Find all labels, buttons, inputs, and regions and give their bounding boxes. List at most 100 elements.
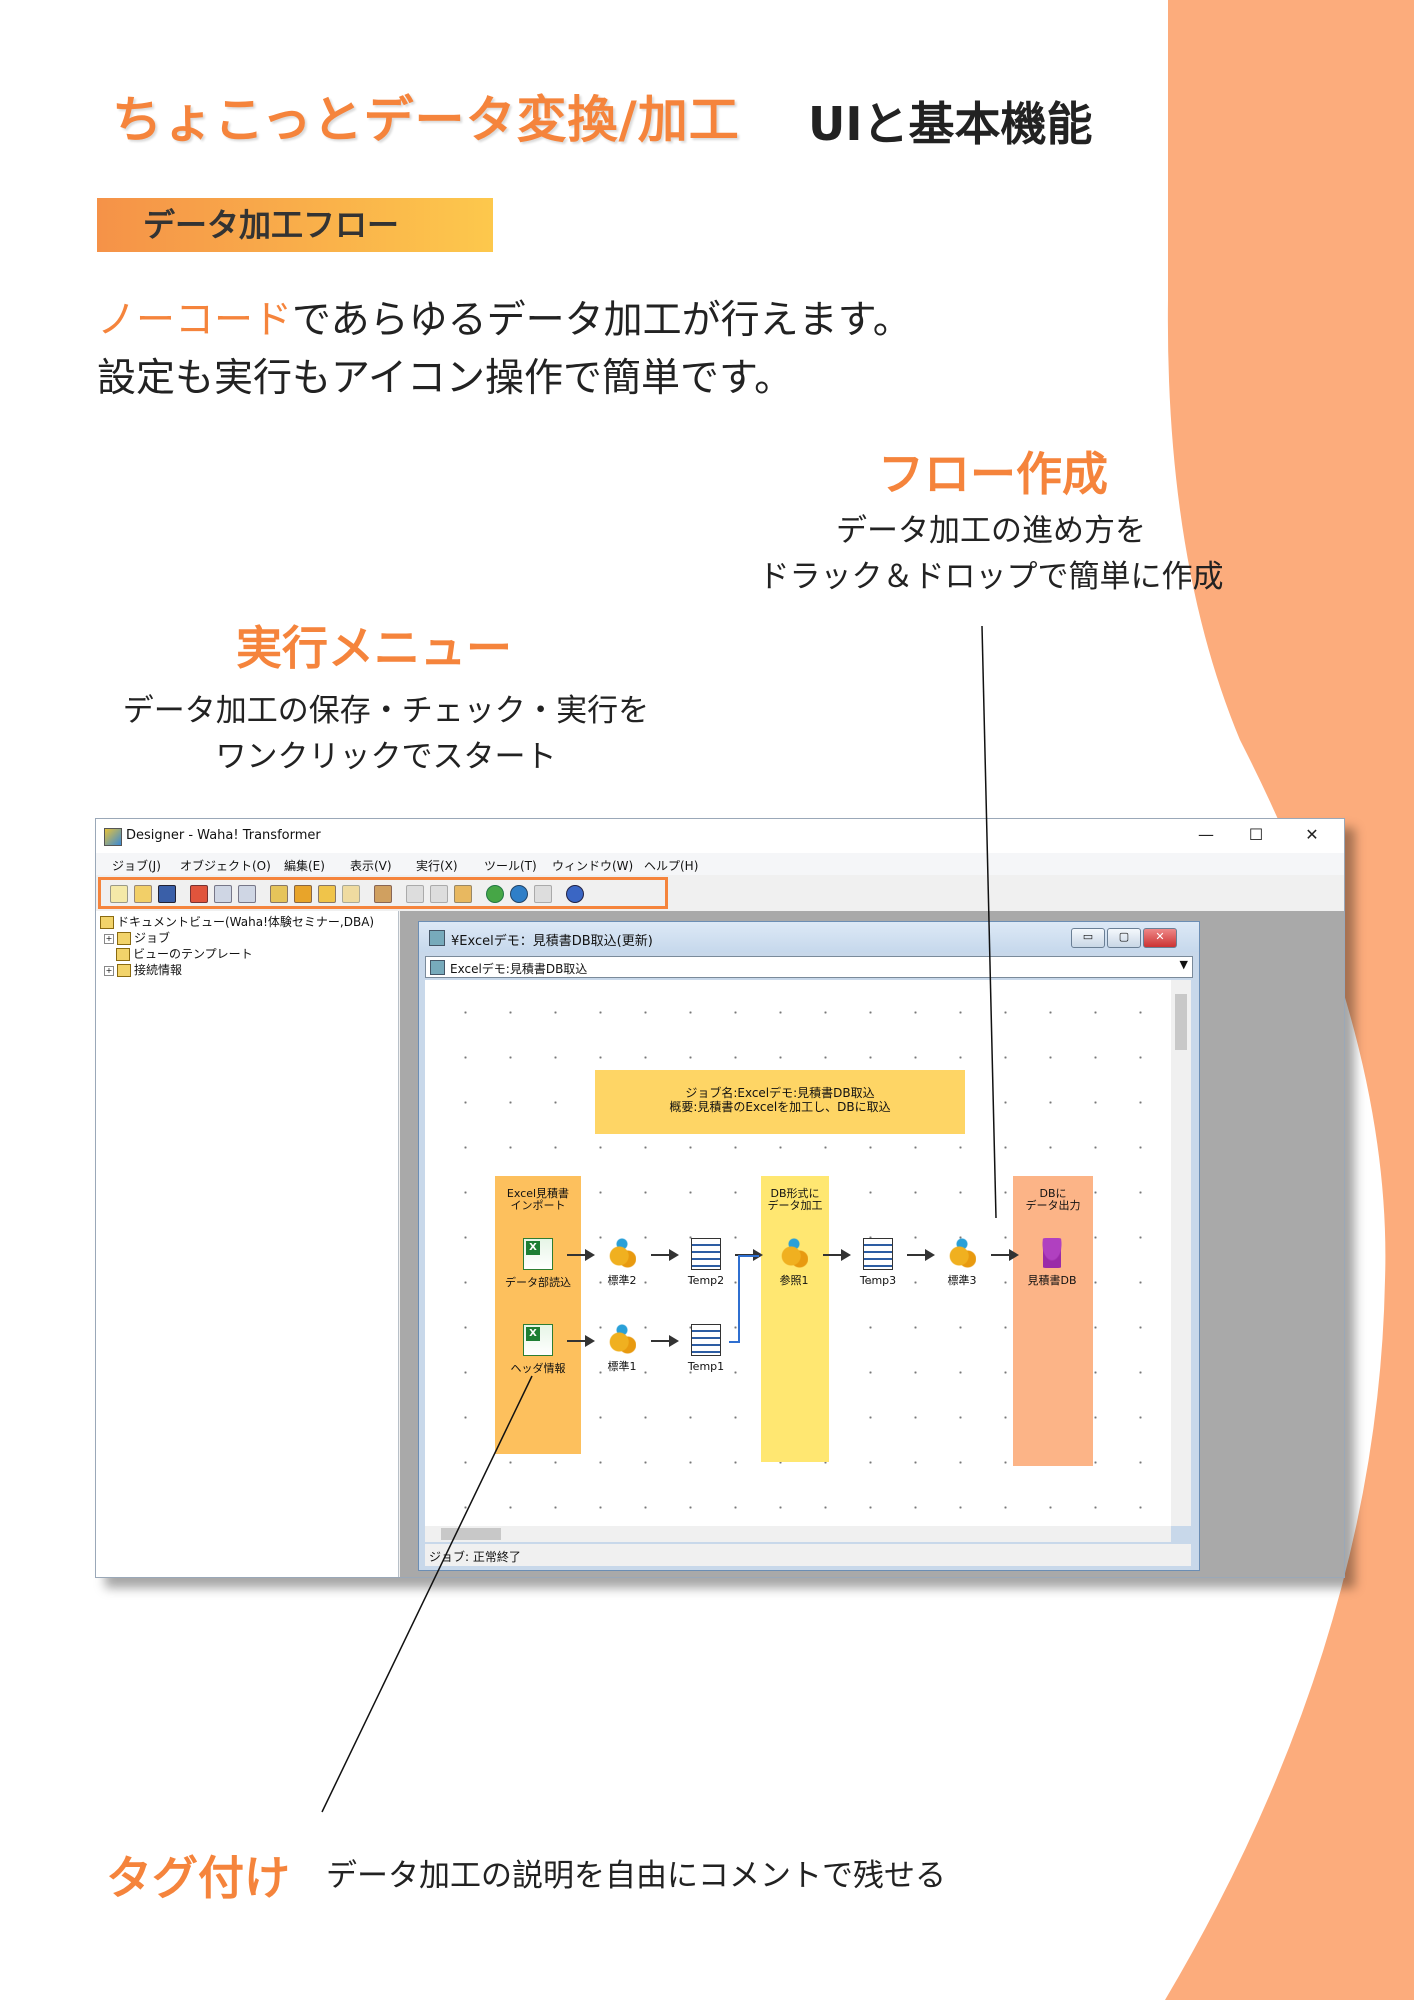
import-icon[interactable] [214,885,232,903]
folder-icon[interactable] [342,885,360,903]
node-std2-label: 標準2 [607,1274,637,1287]
flow-canvas[interactable]: ジョブ名:Excelデモ:見積書DB取込 概要:見積書のExcelを加工し、DB… [425,980,1171,1526]
node-ref1[interactable]: 参照1 [759,1238,829,1288]
menu-run[interactable]: 実行(X) [416,859,458,873]
tag-output[interactable]: DBに データ出力 [1013,1176,1093,1466]
flow-arrow [651,1335,679,1347]
flow-callout-title: フロー作成 [878,447,1108,501]
expand-icon[interactable]: + [104,965,114,976]
window-titlebar[interactable]: Designer - Waha! Transformer — ☐ ✕ [96,819,1344,853]
expand-icon[interactable]: + [104,933,114,944]
node-temp3-label: Temp3 [859,1274,897,1287]
job-restore-button[interactable]: ▢ [1107,928,1141,948]
node-std3[interactable]: 標準3 [927,1238,997,1288]
copy-icon[interactable] [430,885,448,903]
node-db[interactable]: 見積書DB [1017,1238,1087,1288]
node-temp2[interactable]: Temp2 [671,1238,741,1287]
job-close-button[interactable]: ✕ [1143,928,1177,948]
tag-process-line1: DB形式に [770,1187,820,1200]
tag-process-line2: データ加工 [767,1199,823,1212]
job-select-value: Excelデモ:見積書DB取込 [450,962,588,976]
node-std3-label: 標準3 [947,1274,977,1287]
menu-view[interactable]: 表示(V) [350,859,392,873]
new-icon[interactable] [110,885,128,903]
section-badge: データ加工フロー [97,198,493,252]
job-window-titlebar[interactable]: ¥Excelデモ：見積書DB取込(更新) ▭ ▢ ✕ [419,922,1199,952]
chevron-down-icon[interactable]: ▼ [1179,958,1188,971]
status-text: ジョブ: 正常終了 [429,1550,521,1564]
scroll-thumb[interactable] [1175,994,1187,1050]
run-menu-highlight [98,877,668,909]
menu-tools[interactable]: ツール(T) [484,859,537,873]
intro-highlight: ノーコード [97,298,293,343]
tree-item-connection[interactable]: + 接続情報 [104,961,182,978]
job-minimize-button[interactable]: ▭ [1071,928,1105,948]
cut-icon[interactable] [406,885,424,903]
node-std2[interactable]: 標準2 [587,1238,657,1288]
table-icon [691,1238,721,1270]
node-read[interactable]: データ部読込 [503,1238,573,1290]
page-subtitle: UIと基本機能 [808,97,1093,151]
vertical-scrollbar[interactable] [1171,980,1191,1526]
help-icon[interactable] [566,885,584,903]
menu-window[interactable]: ウィンドウ(W) [552,859,634,873]
tag-process[interactable]: DB形式に データ加工 [761,1176,829,1462]
node-header[interactable]: ヘッダ情報 [503,1324,573,1376]
tree-root[interactable]: ドキュメントビュー(Waha!体験セミナー,DBA) [100,913,374,930]
object-icon[interactable] [294,885,312,903]
process-icon [608,1324,636,1354]
node-read-label: データ部読込 [505,1276,571,1289]
tree-item-connection-label: 接続情報 [134,963,183,977]
flow-arrow [907,1249,935,1261]
view-icon[interactable] [270,885,288,903]
node-std1-label: 標準1 [607,1360,637,1373]
node-temp1[interactable]: Temp1 [671,1324,741,1373]
tree-root-label: ドキュメントビュー(Waha!体験セミナー,DBA) [117,915,375,929]
menubar: ジョブ(J) オブジェクト(O) 編集(E) 表示(V) 実行(X) ツール(T… [96,853,1344,875]
menu-job[interactable]: ジョブ(J) [112,859,161,873]
job-window: ¥Excelデモ：見積書DB取込(更新) ▭ ▢ ✕ Excelデモ:見積書DB… [418,921,1200,1571]
tag-import[interactable]: Excel見積書 インポート [495,1176,581,1454]
node-temp3[interactable]: Temp3 [843,1238,913,1287]
tag-callout-title: タグ付け [106,1851,290,1905]
flow-callout-text: データ加工の進め方を ドラック＆ドロップで簡単に作成 [726,508,1256,600]
horizontal-scrollbar[interactable] [425,1526,1171,1542]
folder-icon [116,948,130,961]
intro-line2: 設定も実行もアイコン操作で簡単です。 [97,356,794,401]
tree-item-job[interactable]: +ジョブ [104,929,170,946]
node-header-label: ヘッダ情報 [510,1362,566,1375]
flow-arrow [651,1249,679,1261]
flow-arrow [567,1335,595,1347]
job-select[interactable]: Excelデモ:見積書DB取込 ▼ [425,956,1193,978]
check-icon[interactable] [190,885,208,903]
menu-help[interactable]: ヘルプ(H) [644,859,699,873]
table-icon [863,1238,893,1270]
document-tree: ドキュメントビュー(Waha!体験セミナー,DBA) +ジョブ ビューのテンプレ… [96,911,399,1577]
link-icon[interactable] [318,885,336,903]
intro-text: ノーコードであらゆるデータ加工が行えます。 設定も実行もアイコン操作で簡単です。 [97,292,912,408]
scroll-thumb[interactable] [441,1528,501,1540]
preview-icon[interactable] [534,885,552,903]
minimize-button[interactable]: — [1198,825,1214,844]
export-icon[interactable] [238,885,256,903]
job-icon [429,930,445,946]
process-icon [608,1238,636,1268]
open-icon[interactable] [134,885,152,903]
save-icon[interactable] [158,885,176,903]
maximize-button[interactable]: ☐ [1248,825,1264,844]
close-button[interactable]: ✕ [1305,825,1319,844]
flow-arrow [567,1249,595,1261]
run-callout-line2: ワンクリックでスタート [215,739,557,775]
run-icon[interactable] [486,885,504,903]
paste-icon[interactable] [454,885,472,903]
app-window: Designer - Waha! Transformer — ☐ ✕ ジョブ(J… [95,818,1345,1578]
node-db-label: 見積書DB [1027,1274,1077,1287]
menu-edit[interactable]: 編集(E) [284,859,325,873]
tree-item-template[interactable]: ビューのテンプレート [116,945,253,962]
tag-note[interactable]: ジョブ名:Excelデモ:見積書DB取込 概要:見積書のExcelを加工し、DB… [595,1070,965,1134]
step-icon[interactable] [510,885,528,903]
menu-object[interactable]: オブジェクト(O) [180,859,271,873]
properties-icon[interactable] [374,885,392,903]
node-std1[interactable]: 標準1 [587,1324,657,1374]
flow-arrow [991,1249,1019,1261]
